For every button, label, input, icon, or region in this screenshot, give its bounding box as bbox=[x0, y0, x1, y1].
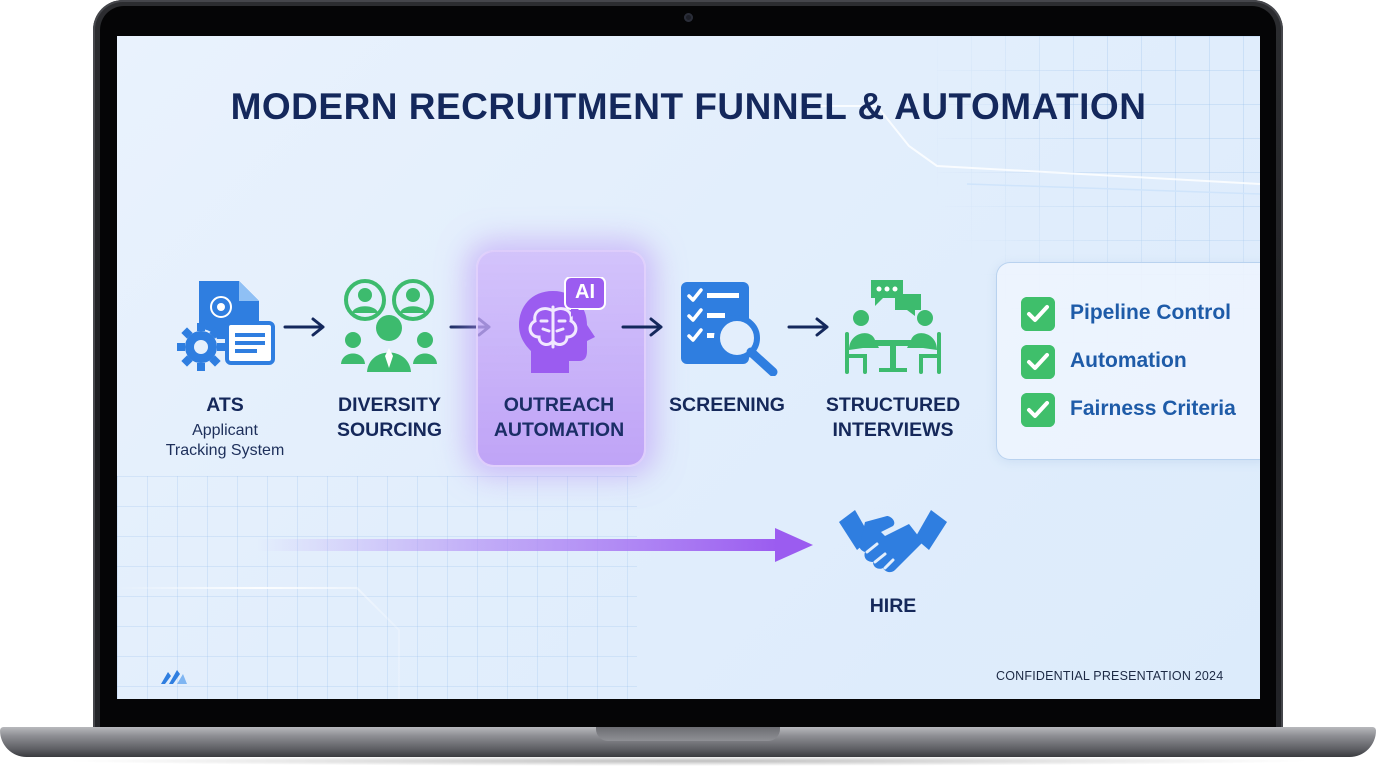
stage-diversity-label-line1: DIVERSITY bbox=[338, 394, 441, 416]
checklist-magnifier-icon bbox=[681, 282, 778, 376]
brand-logo-icon bbox=[161, 670, 187, 684]
diverse-people-group-icon bbox=[341, 279, 437, 372]
stage-outreach-label-line2: AUTOMATION bbox=[493, 419, 625, 441]
pipeline-to-hire-arrow bbox=[257, 528, 813, 562]
slide-title: MODERN RECRUITMENT FUNNEL & AUTOMATION bbox=[230, 86, 1147, 127]
ai-brain-head-icon bbox=[519, 277, 606, 373]
stage-ats-subtitle-line1: Applicant bbox=[192, 422, 258, 439]
checklist-panel: Pipeline Control Automation Fairness Cri… bbox=[996, 262, 1260, 460]
stage-interviews-label-line2: INTERVIEWS bbox=[832, 419, 954, 441]
check-icon bbox=[1021, 393, 1055, 427]
flow-arrow-1 bbox=[283, 317, 325, 337]
flow-arrow-4 bbox=[787, 317, 829, 337]
checklist-item-label: Fairness Criteria bbox=[1070, 397, 1236, 420]
laptop-shadow bbox=[60, 756, 1316, 766]
slide: MODERN RECRUITMENT FUNNEL & AUTOMATION A… bbox=[117, 36, 1260, 699]
stage-interviews-label-line1: STRUCTURED bbox=[825, 394, 961, 416]
check-icon bbox=[1021, 297, 1055, 331]
ats-document-gears-icon bbox=[177, 281, 275, 371]
laptop-opening-notch bbox=[596, 727, 780, 741]
ai-badge-text: AI bbox=[575, 281, 595, 303]
webcam bbox=[684, 13, 693, 22]
checklist-item-label: Automation bbox=[1070, 349, 1187, 372]
stage-screening-label: SCREENING bbox=[669, 394, 785, 416]
stage-ats-label: ATS bbox=[206, 394, 244, 416]
decor-circuit-lines bbox=[117, 105, 1260, 699]
handshake-icon bbox=[839, 510, 947, 573]
stage-ats-subtitle-line2: Tracking System bbox=[165, 442, 285, 459]
stage-diversity-label-line2: SOURCING bbox=[336, 419, 443, 441]
stage-outreach-label-line1: OUTREACH bbox=[503, 394, 615, 416]
check-icon bbox=[1021, 345, 1055, 379]
interview-table-icon bbox=[845, 280, 941, 374]
footer-confidential: CONFIDENTIAL PRESENTATION 2024 bbox=[996, 669, 1224, 683]
flow-arrow-3 bbox=[621, 317, 663, 337]
checklist-item-label: Pipeline Control bbox=[1070, 301, 1232, 324]
outcome-hire-label: HIRE bbox=[869, 595, 917, 617]
